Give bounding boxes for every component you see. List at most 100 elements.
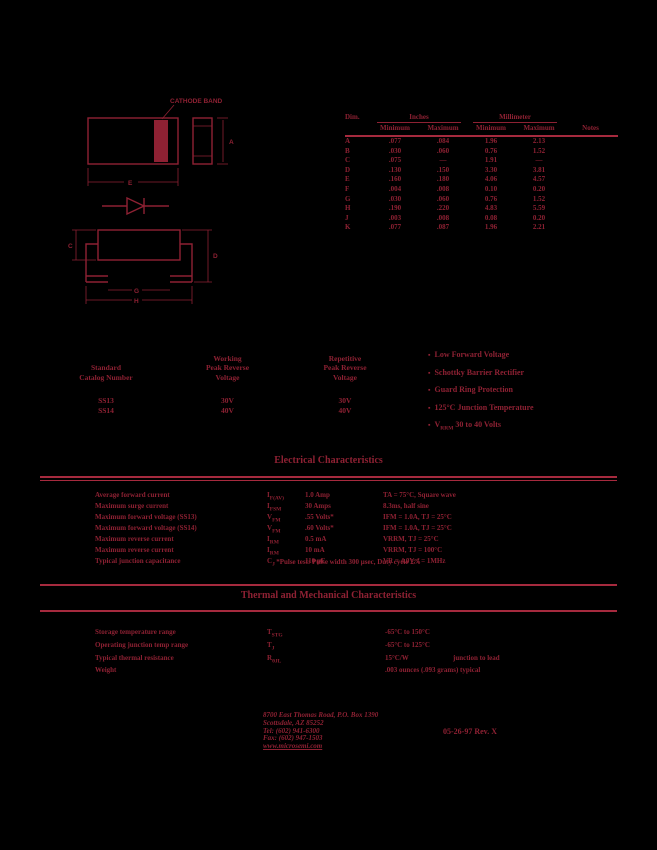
section-rule bbox=[40, 476, 617, 481]
dim-note bbox=[563, 204, 618, 214]
mm-min-value: 1.96 bbox=[484, 223, 498, 232]
dim-note bbox=[563, 166, 618, 176]
parameter-symbol: CJ bbox=[267, 556, 275, 568]
dim-note bbox=[563, 137, 618, 147]
parameter-value: 110 pF bbox=[305, 556, 326, 565]
inches-max-value: .008 bbox=[436, 184, 450, 193]
electrical-row: Maximum forward voltage (SS13) VFM .55 V… bbox=[0, 512, 657, 525]
feature-text: 30 to 40 Volts bbox=[453, 420, 501, 430]
feature-text: Guard Ring Protection bbox=[434, 385, 513, 395]
feature-text: Schottky Barrier Rectifier bbox=[434, 367, 525, 377]
inches-min-value: .004 bbox=[388, 184, 402, 193]
diode-symbol bbox=[102, 196, 169, 216]
mm-min-value: 4.83 bbox=[484, 204, 498, 213]
feature-subscript: RRM bbox=[440, 425, 454, 432]
electrical-row: Maximum reverse current IRM 0.5 mA VRRM,… bbox=[0, 535, 657, 547]
inches-max-value: — bbox=[439, 156, 447, 165]
dimension-row: F .004 .008 0.10 0.20 bbox=[345, 185, 618, 195]
mm-max-value: 2.21 bbox=[532, 223, 546, 232]
website-link[interactable]: www.microsemi.com bbox=[263, 742, 323, 751]
dim-note bbox=[563, 195, 618, 205]
parameter-condition: IFM = 1.0A, TJ = 25°C bbox=[383, 523, 452, 532]
features-list: ▪Low Forward Voltage ▪Schottky Barrier R… bbox=[428, 348, 623, 436]
electrical-row: Maximum reverse current IRM 10 mA VRRM, … bbox=[0, 545, 657, 558]
parameter-symbol: TSTG bbox=[267, 628, 283, 639]
dim-letter: A bbox=[345, 137, 351, 145]
parameter-name: Operating junction temp range bbox=[95, 640, 189, 649]
dimension-row: G .030 .060 0.76 1.52 bbox=[345, 195, 618, 205]
inches-max-value: .220 bbox=[436, 204, 450, 213]
parameter-name: Typical junction capacitance bbox=[95, 556, 181, 565]
cathode-band-label: CATHODE BAND bbox=[170, 98, 223, 105]
dim-letter: F bbox=[345, 184, 350, 193]
parameter-extra bbox=[453, 666, 657, 675]
dim-letter: B bbox=[345, 146, 350, 155]
section-rule bbox=[40, 584, 617, 586]
address-line: Scottsdale, AZ 85252 bbox=[263, 718, 324, 727]
col-header-notes: Notes bbox=[582, 124, 599, 132]
millimeter-col-title: Millimeter bbox=[473, 112, 557, 123]
mm-max-value: 5.59 bbox=[532, 204, 546, 213]
electrical-rows: Average forward current IF(AV) 1.0 Amp T… bbox=[0, 491, 657, 569]
dim-letter: J bbox=[345, 213, 349, 222]
parameter-value: .60 Volts* bbox=[305, 523, 334, 532]
parameter-value: 10 mA bbox=[305, 545, 325, 554]
repetitive-voltage-column: Repetitive Peak Reverse Voltage 30V 40V bbox=[295, 352, 395, 416]
inches-min-value: .030 bbox=[388, 146, 402, 155]
repetitive-voltage: 30V bbox=[338, 396, 352, 405]
overall-width-dimension: H bbox=[85, 286, 193, 305]
dim-letter: H bbox=[345, 204, 351, 213]
parameter-value: 15°C/W bbox=[385, 653, 409, 662]
parameter-symbol bbox=[267, 666, 385, 675]
mm-min-value: 0.08 bbox=[484, 213, 498, 222]
inches-min-value: .130 bbox=[388, 165, 402, 174]
parameter-value: 1.0 Amp bbox=[305, 491, 330, 499]
col-header-min-in: Minimum bbox=[380, 124, 410, 132]
dimension-row: A .077 .084 1.96 2.13 bbox=[345, 137, 618, 147]
front-body-outline bbox=[97, 229, 181, 261]
dim-letter: G bbox=[345, 194, 351, 203]
thermal-row: Operating junction temp range TJ -65°C t… bbox=[0, 641, 657, 654]
mm-min-value: 0.76 bbox=[484, 146, 498, 155]
dim-table-header-row-2: Minimum Maximum Minimum Maximum Notes bbox=[345, 124, 618, 133]
bullet-icon: ▪ bbox=[428, 351, 431, 359]
inches-min-value: .160 bbox=[388, 175, 402, 184]
dim-letter: D bbox=[345, 165, 351, 174]
feature-text: 125°C Junction Temperature bbox=[434, 402, 534, 412]
mm-min-value: 3.30 bbox=[484, 165, 498, 174]
working-voltage: 30V bbox=[221, 396, 234, 405]
company-address: 8700 East Thomas Road, P.O. Box 1390 Sco… bbox=[263, 711, 378, 751]
mm-min-value: 0.76 bbox=[484, 194, 498, 203]
mm-max-value: 1.52 bbox=[532, 146, 546, 155]
parameter-name: Maximum forward voltage (SS13) bbox=[95, 512, 197, 521]
inches-max-value: .008 bbox=[436, 213, 450, 222]
feature-item: ▪VRRM 30 to 40 Volts bbox=[428, 418, 623, 436]
catalog-number-column: Standard Catalog Number SS13 SS14 bbox=[50, 352, 162, 416]
cathode-leader-line bbox=[161, 104, 175, 120]
mm-max-value: 3.81 bbox=[532, 165, 546, 174]
parameter-symbol: IF(AV) bbox=[267, 491, 284, 502]
dim-label-overall-width: H bbox=[134, 298, 139, 305]
parameter-name: Weight bbox=[95, 666, 117, 675]
parameter-name: Maximum surge current bbox=[95, 501, 169, 510]
end-height-dimension: A bbox=[217, 117, 234, 165]
working-voltage-header: Working Peak Reverse Voltage bbox=[205, 353, 250, 382]
mm-max-value: 1.52 bbox=[532, 194, 546, 203]
fax-line: Fax: (602) 947-1503 bbox=[263, 734, 323, 743]
parameter-value: .003 ounces (.093 grams) typical bbox=[385, 666, 481, 675]
parameter-name: Maximum reverse current bbox=[95, 545, 174, 554]
dimension-row: C .075 — 1.91 — bbox=[345, 156, 618, 166]
thermal-row: Weight .003 ounces (.093 grams) typical bbox=[0, 666, 657, 675]
inches-col-title: Inches bbox=[377, 112, 461, 123]
thermal-characteristics-title: Thermal and Mechanical Characteristics bbox=[240, 590, 417, 601]
feature-item: ▪Guard Ring Protection bbox=[428, 383, 623, 401]
dimension-row: B .030 .060 0.76 1.52 bbox=[345, 147, 618, 157]
electrical-row: Average forward current IF(AV) 1.0 Amp T… bbox=[0, 491, 657, 503]
cathode-band bbox=[154, 120, 168, 162]
col-header-max-mm: Maximum bbox=[523, 124, 555, 132]
top-width-dimension: E bbox=[87, 168, 179, 187]
inches-max-value: .180 bbox=[436, 175, 450, 184]
thermal-row: Typical thermal resistance RθJL 15°C/W j… bbox=[0, 654, 657, 667]
bullet-icon: ▪ bbox=[428, 421, 431, 430]
parameter-condition: IFM = 1.0A, TJ = 25°C bbox=[383, 512, 452, 521]
